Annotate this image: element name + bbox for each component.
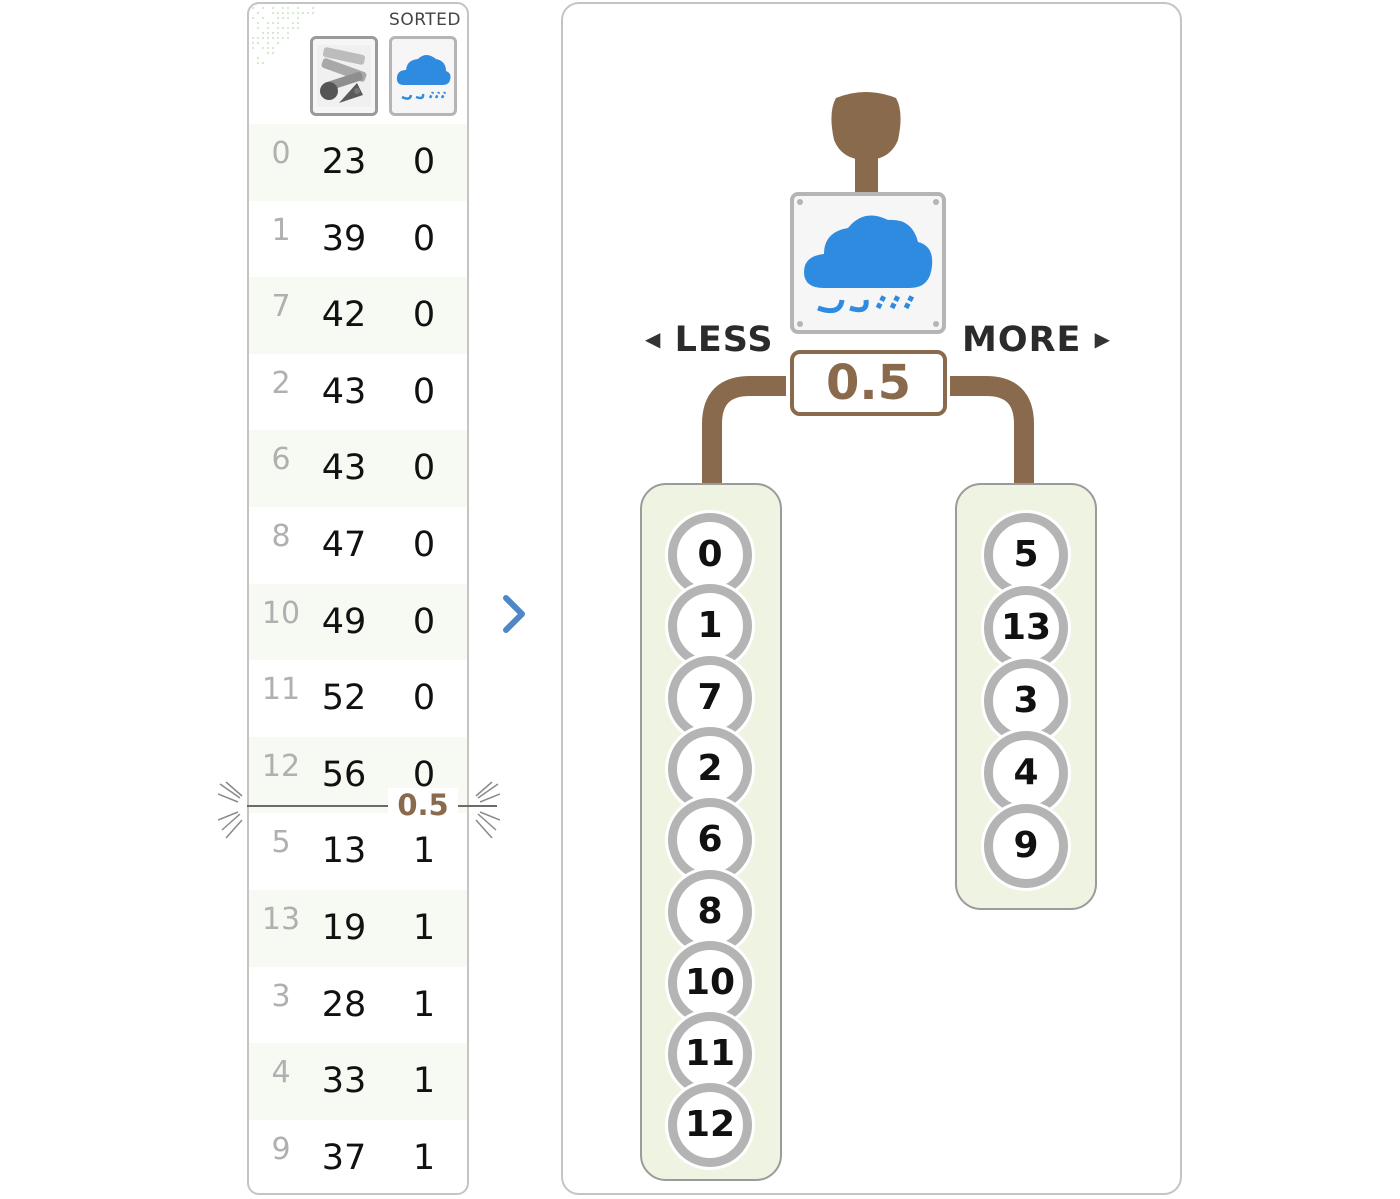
threshold-value[interactable]: 0.5	[790, 350, 947, 416]
root-stem	[855, 150, 878, 194]
sample-chip[interactable]: 12	[668, 1083, 752, 1167]
sample-chip[interactable]: 3	[984, 659, 1068, 743]
branch-less	[712, 386, 786, 484]
more-label: MORE ▶	[962, 320, 1111, 360]
triangle-left-icon: ◀	[645, 327, 661, 351]
more-label-text: MORE	[962, 320, 1081, 360]
less-label-text: LESS	[675, 320, 774, 360]
split-node-rain-icon[interactable]	[790, 192, 946, 334]
less-label: ◀ LESS	[645, 320, 774, 360]
sample-chip[interactable]: 5	[984, 513, 1068, 597]
sample-chip[interactable]: 13	[984, 586, 1068, 670]
root-knob	[831, 92, 900, 160]
sample-chip[interactable]: 9	[984, 804, 1068, 888]
triangle-right-icon: ▶	[1095, 327, 1111, 351]
branch-more	[950, 386, 1024, 484]
rain-icon	[794, 196, 942, 330]
sample-chip[interactable]: 4	[984, 731, 1068, 815]
